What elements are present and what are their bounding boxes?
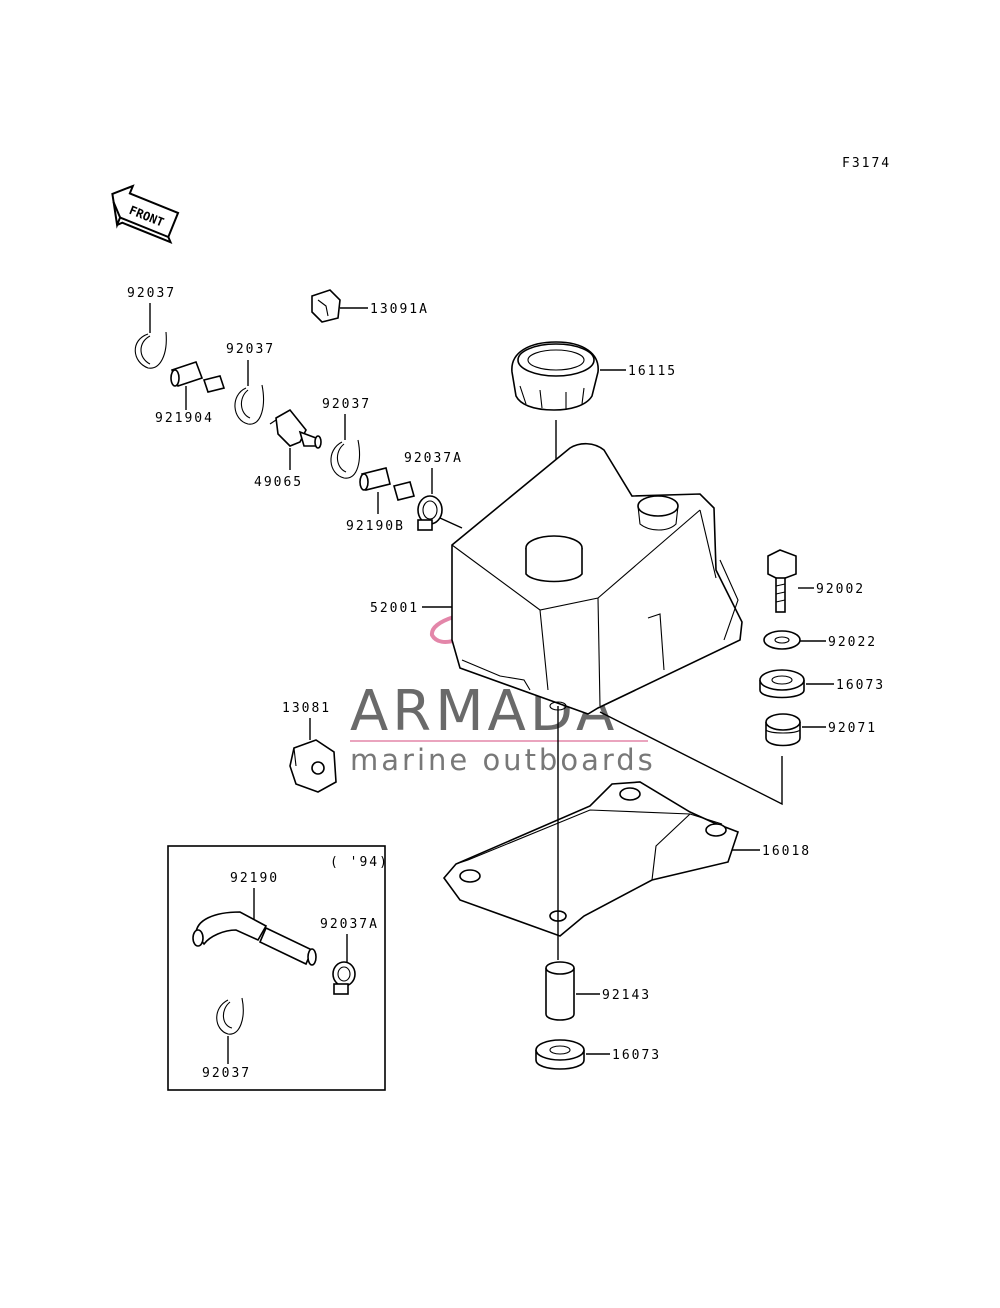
callout-13081: 13081 bbox=[282, 701, 331, 716]
hose-clamp-icon bbox=[332, 961, 356, 995]
tank-tray-icon bbox=[442, 781, 740, 937]
callout-16115: 16115 bbox=[628, 364, 677, 379]
figure-code: F3174 bbox=[842, 156, 891, 171]
callout-921904: 921904 bbox=[155, 411, 214, 426]
callout-92190b: 92190B bbox=[346, 519, 405, 534]
fuel-filter-icon bbox=[269, 408, 322, 449]
hose-clip-icon bbox=[134, 331, 167, 369]
hose-clip-icon bbox=[216, 997, 244, 1035]
callout-92190: 92190 bbox=[230, 871, 279, 886]
callout-13091a: 13091A bbox=[370, 302, 429, 317]
callout-92037a-inset: 92037A bbox=[320, 917, 379, 932]
callout-92071: 92071 bbox=[828, 721, 877, 736]
hose-clip-icon bbox=[234, 384, 265, 425]
l-hose-icon bbox=[192, 911, 317, 966]
callout-92002: 92002 bbox=[816, 582, 865, 597]
hose-clip-icon bbox=[330, 439, 361, 479]
inset-1994-variant: ( '94) 92190 92037A 92037 bbox=[167, 845, 389, 1091]
callout-92037-d: 92037 bbox=[202, 1066, 251, 1081]
watermark-subtitle: marine outboards bbox=[350, 743, 656, 777]
rubber-damper-icon bbox=[535, 1039, 585, 1070]
fuel-cap-icon bbox=[511, 341, 599, 411]
callout-92037-b: 92037 bbox=[226, 342, 275, 357]
washer-icon bbox=[763, 630, 801, 650]
callout-16073-a: 16073 bbox=[836, 678, 885, 693]
callout-16073-b: 16073 bbox=[612, 1048, 661, 1063]
rubber-damper-icon bbox=[759, 669, 805, 699]
collar-icon bbox=[545, 961, 575, 1021]
callout-49065: 49065 bbox=[254, 475, 303, 490]
bolt-icon bbox=[767, 549, 797, 613]
rubber-mount-icon bbox=[765, 713, 801, 747]
callout-92037-c: 92037 bbox=[322, 397, 371, 412]
fuel-line-holder-icon bbox=[289, 739, 337, 793]
callout-92022: 92022 bbox=[828, 635, 877, 650]
hose-clamp-icon bbox=[417, 495, 443, 531]
fuel-tank-icon bbox=[451, 442, 743, 715]
hose-tube-icon bbox=[170, 360, 226, 393]
callout-92143: 92143 bbox=[602, 988, 651, 1003]
callout-92037-a: 92037 bbox=[127, 286, 176, 301]
callout-16018: 16018 bbox=[762, 844, 811, 859]
grommet-icon bbox=[311, 289, 341, 323]
callout-52001: 52001 bbox=[370, 601, 419, 616]
inset-year-note: ( '94) bbox=[330, 855, 389, 870]
hose-tube-icon bbox=[359, 467, 415, 501]
callout-92037a: 92037A bbox=[404, 451, 463, 466]
front-arrow-icon: FRONT bbox=[111, 184, 180, 245]
